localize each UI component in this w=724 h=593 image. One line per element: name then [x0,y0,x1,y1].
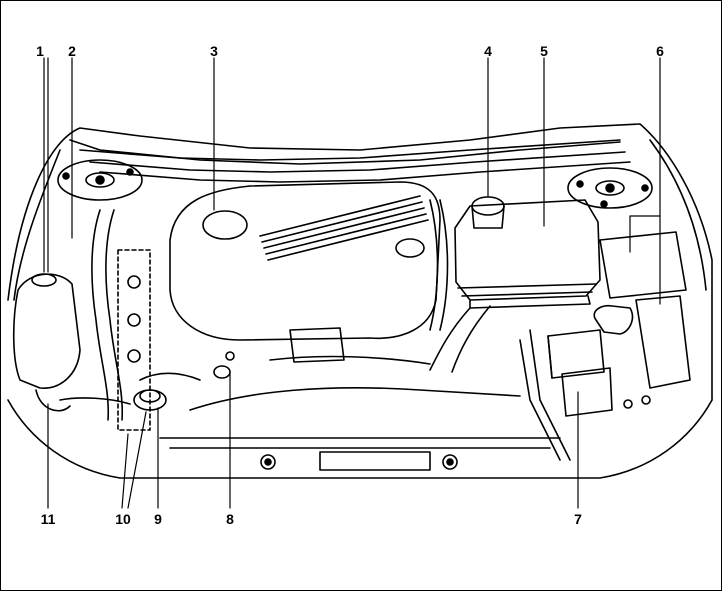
left-strut-tower [58,160,142,200]
callout-10: 10 [115,512,131,526]
callout-3: 3 [210,44,218,58]
callout-5: 5 [540,44,548,58]
engine-cover [170,182,440,340]
callout-4: 4 [484,44,492,58]
callout-9: 9 [154,512,162,526]
power-steering-reservoir [214,352,234,378]
right-strut-tower [568,168,652,208]
fuse-box [594,232,690,388]
coolant-reservoir [14,274,80,411]
cowl-panel [80,140,630,182]
radiator-support [160,438,560,470]
callout-8: 8 [226,512,234,526]
battery [520,330,650,460]
air-cleaner [430,200,600,372]
callout-1: 1 [36,44,44,58]
brake-fluid-reservoir [472,197,504,228]
callout-7: 7 [574,512,582,526]
callout-6: 6 [656,44,664,58]
callout-11: 11 [41,512,56,526]
leader-lines [44,58,660,508]
callout-2: 2 [68,44,76,58]
